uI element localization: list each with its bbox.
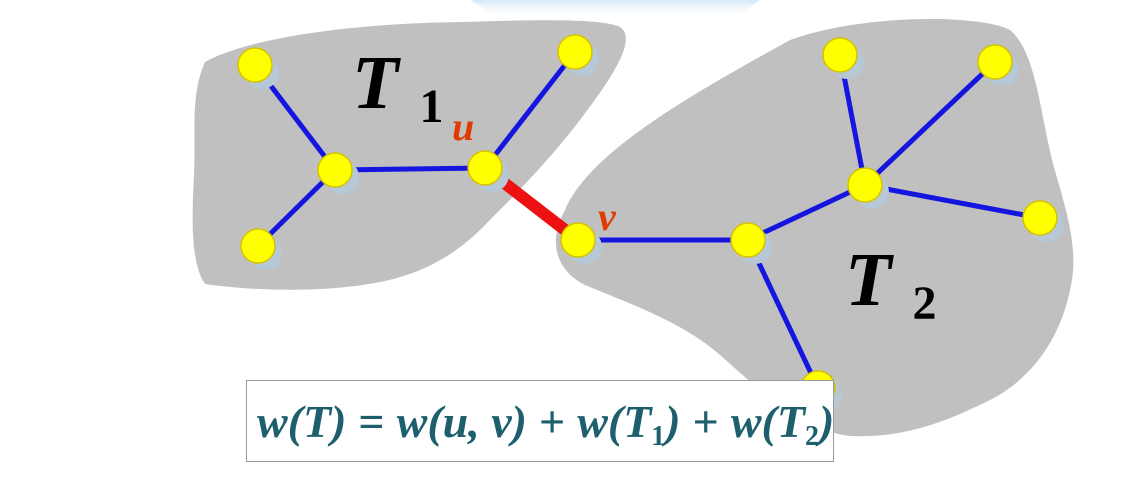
vertex-t1_top_right [557, 34, 599, 76]
region-t2 [555, 19, 1074, 437]
vertex-v [560, 222, 602, 264]
label-t2-subscript: 2 [912, 277, 936, 330]
vertex-t2_top_right [977, 44, 1019, 86]
formula-term-uv: w(u, v) [396, 395, 527, 447]
vertex-t2_top_left [822, 37, 864, 79]
vertex-dot [1022, 200, 1058, 236]
vertex-dot [317, 152, 353, 188]
vertex-t2_mid [730, 222, 772, 264]
vertex-t2_right [1022, 200, 1064, 242]
vertex-t2_hub [847, 167, 889, 209]
vertex-u [467, 150, 509, 192]
vertex-dot [730, 222, 766, 258]
edge-t2_mid-t2_bottom [745, 237, 821, 391]
edge-t2_hub-t2_top_right [862, 59, 998, 188]
edge-t2_hub-t2_right [862, 182, 1043, 221]
top-decoration [470, 0, 760, 18]
formula-term-t1-sub: 1 [651, 420, 666, 452]
vertex-dot [847, 167, 883, 203]
formula-box: w(T) = w(u, v) + w(T1) + w(T2) [246, 380, 834, 462]
vertex-t1_center [317, 152, 359, 194]
vertex-t1_bottom_left [240, 228, 282, 270]
formula-term-t2-open: w(T [730, 395, 805, 447]
edge-t1_center-u [332, 165, 488, 173]
region-t1 [192, 20, 626, 290]
nodes-group [237, 34, 1064, 412]
label-t1-letter: T [352, 41, 401, 125]
vertex-dot [467, 150, 503, 186]
formula-term-t2-sub: 2 [804, 420, 819, 452]
formula-plus-2: + [692, 395, 719, 447]
vertex-dot [237, 47, 273, 83]
formula-term-t1-close: ) [665, 395, 681, 447]
formula-term-t1: w(T1) [577, 395, 681, 451]
label-v: v [598, 194, 617, 239]
formula-lhs: w(T) [257, 395, 347, 447]
label-t1-subscript: 1 [419, 80, 443, 133]
edge-t2_mid-t2_hub [745, 182, 868, 243]
formula-term-t1-open: w(T [577, 395, 652, 447]
vertex-dot [557, 34, 593, 70]
vertex-dot [977, 44, 1013, 80]
vertex-dot [560, 222, 596, 258]
edge-u-t1_top_right [482, 49, 578, 171]
vertex-dot [240, 228, 276, 264]
formula-term-t2-close: ) [818, 395, 835, 447]
label-t2-letter: T [845, 238, 894, 322]
label-t2: T 2 [845, 238, 936, 330]
edge-t1_bottom_left-t1_center [255, 167, 338, 249]
vertex-dot [822, 37, 858, 73]
formula-equals: = [358, 395, 385, 447]
label-u: u [452, 104, 474, 149]
formula-term-t2: w(T2) [730, 395, 835, 451]
vertex-t1_top_left [237, 47, 279, 89]
formula-plus-1: + [538, 395, 566, 447]
label-t1: T 1 [352, 41, 443, 133]
